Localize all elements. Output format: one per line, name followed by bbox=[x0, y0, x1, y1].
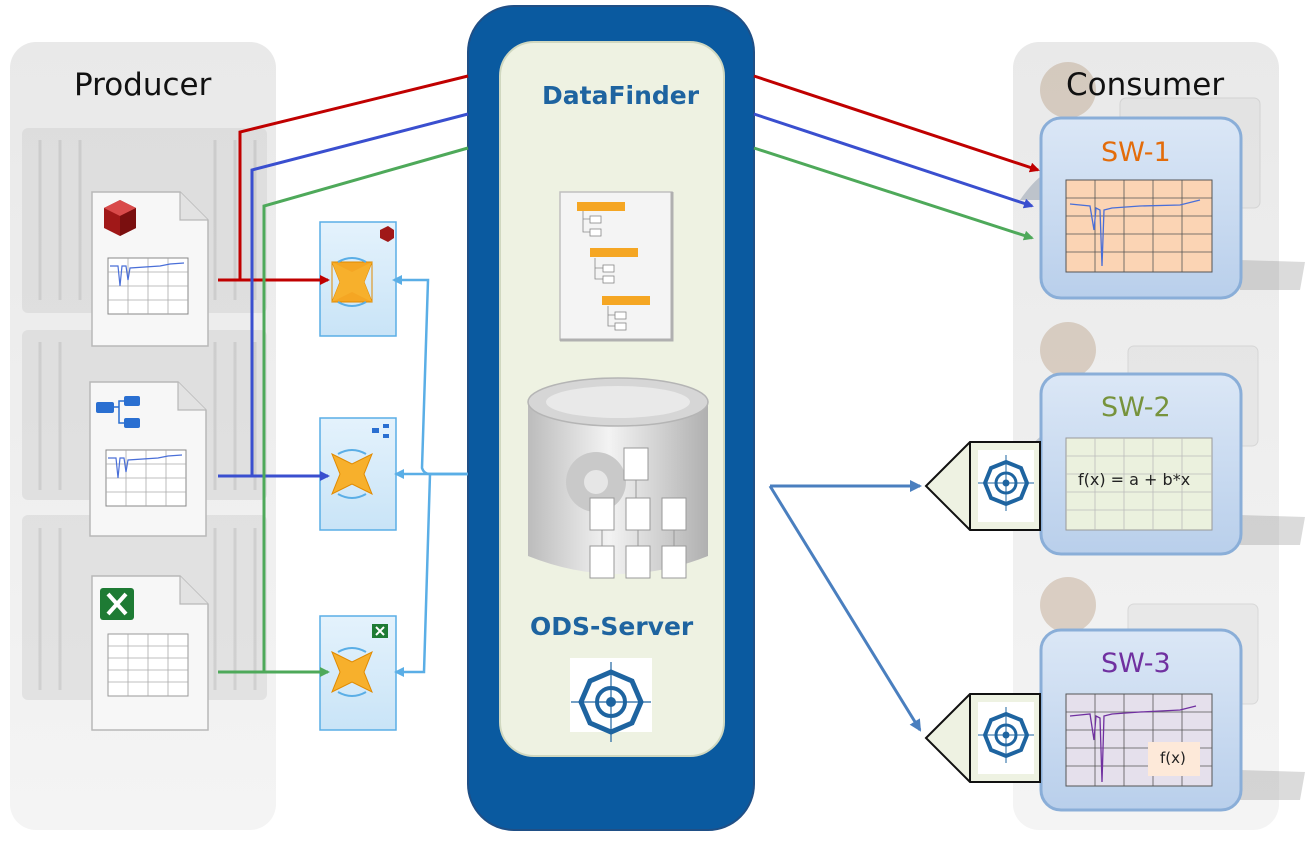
dataplugin-icon bbox=[331, 257, 373, 697]
data-table-icon bbox=[105, 449, 187, 507]
consumer-panel bbox=[1013, 42, 1305, 830]
ods-connector-sw3 bbox=[924, 693, 1041, 783]
producer-panel bbox=[10, 42, 276, 830]
data-table-icon bbox=[107, 257, 189, 315]
ods-server-label: ODS-Server bbox=[530, 612, 694, 641]
hierarchy-icon bbox=[96, 396, 140, 428]
ods-logo-icon bbox=[978, 707, 1034, 763]
data-file-1 bbox=[91, 191, 209, 347]
producer-title: Producer bbox=[74, 67, 212, 103]
consumer-title: Consumer bbox=[1066, 67, 1225, 103]
ods-logo-icon bbox=[978, 455, 1034, 511]
database-icon bbox=[527, 377, 709, 579]
document-tree-icon bbox=[589, 447, 687, 579]
gear-icon bbox=[566, 452, 626, 512]
ods-logo-icon bbox=[570, 658, 652, 742]
sw2-app bbox=[1039, 372, 1243, 556]
excel-icon bbox=[100, 588, 134, 620]
sw3-title: SW-3 bbox=[1101, 648, 1171, 679]
connection-lines bbox=[218, 74, 1040, 732]
data-table-icon bbox=[107, 633, 189, 697]
datafinder-tree-icon bbox=[559, 191, 674, 342]
sw1-app bbox=[1039, 116, 1243, 300]
sw2-title: SW-2 bbox=[1101, 392, 1171, 423]
ods-connector-sw2 bbox=[924, 441, 1041, 531]
datafinder-label: DataFinder bbox=[542, 81, 700, 110]
sw1-title: SW-1 bbox=[1101, 137, 1171, 168]
server-column bbox=[467, 5, 755, 831]
red-cube-icon bbox=[104, 200, 136, 236]
data-file-2 bbox=[89, 381, 207, 537]
data-file-3 bbox=[91, 575, 209, 731]
sw3-fx-label: f(x) bbox=[1160, 749, 1186, 767]
sw2-formula: f(x) = a + b*x bbox=[1078, 470, 1191, 489]
sw3-app bbox=[1039, 628, 1243, 812]
